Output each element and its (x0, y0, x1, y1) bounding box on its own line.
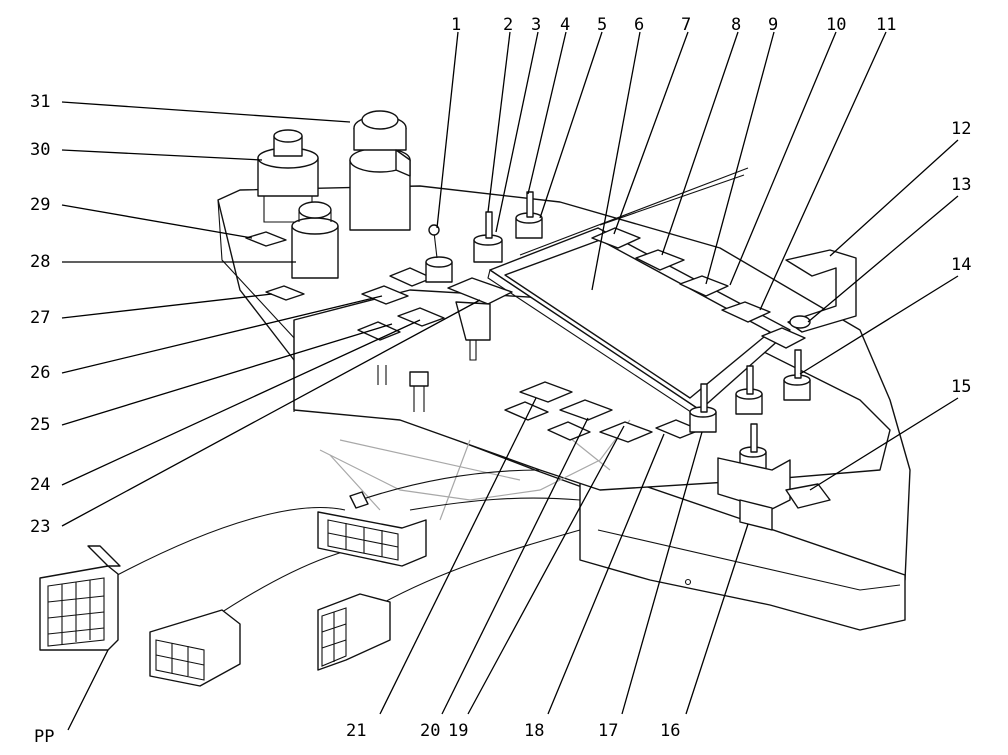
push-button-31 (349, 110, 411, 231)
left-buttons (245, 231, 513, 412)
callout-22: PP (34, 727, 54, 747)
callout-28: 28 (30, 252, 50, 272)
callout-17: 17 (598, 721, 618, 741)
toggle-switch-16 (717, 423, 831, 531)
callout-1: 1 (451, 15, 461, 35)
callout-13: 13 (951, 175, 971, 195)
mounting-bracket (785, 249, 857, 333)
push-buttons (257, 110, 411, 279)
callout-30: 30 (30, 140, 50, 160)
callout-24: 24 (30, 475, 50, 495)
callout-31: 31 (30, 92, 50, 112)
callout-23: 23 (30, 517, 50, 537)
callout-12: 12 (951, 119, 971, 139)
callout-27: 27 (30, 308, 50, 328)
callout-2: 2 (503, 15, 513, 35)
callout-4: 4 (560, 15, 570, 35)
connector-8pin-left (39, 545, 121, 651)
callout-19: 19 (448, 721, 468, 741)
push-button-30 (257, 129, 319, 223)
watermark-logo (319, 419, 631, 521)
callout-21: 21 (346, 721, 366, 741)
callout-25: 25 (30, 415, 50, 435)
callout-6: 6 (634, 15, 644, 35)
connector-6pin-right (317, 593, 391, 671)
screen-buttons (504, 227, 806, 443)
callout-14: 14 (951, 255, 971, 275)
callout-7: 7 (681, 15, 691, 35)
push-button-28 (291, 201, 339, 279)
connector-6pin-center (149, 609, 241, 687)
toggle-switch-14 (783, 349, 811, 401)
callout-11: 11 (876, 15, 896, 35)
toggle-switches (425, 191, 831, 531)
toggle-switch-3 (515, 191, 543, 239)
callout-26: 26 (30, 363, 50, 383)
wiring-harness (107, 469, 581, 621)
toggle-switch-17 (689, 383, 717, 433)
toggle-switch-2 (473, 211, 503, 263)
callout-8: 8 (731, 15, 741, 35)
callout-18: 18 (524, 721, 544, 741)
callout-16: 16 (660, 721, 680, 741)
callout-10: 10 (826, 15, 846, 35)
toggle-switch-14b (735, 365, 763, 415)
toggle-switch-1 (425, 224, 453, 283)
connector-8pin-center (317, 491, 427, 567)
callout-9: 9 (768, 15, 778, 35)
callout-5: 5 (597, 15, 607, 35)
leader-lines (61, 31, 959, 731)
callout-15: 15 (951, 377, 971, 397)
connectors (39, 491, 427, 687)
callout-labels: 1 2 3 4 5 6 7 8 9 10 11 12 13 14 15 16 1… (30, 15, 971, 747)
callout-3: 3 (531, 15, 541, 35)
callout-29: 29 (30, 195, 50, 215)
callout-20: 20 (420, 721, 440, 741)
